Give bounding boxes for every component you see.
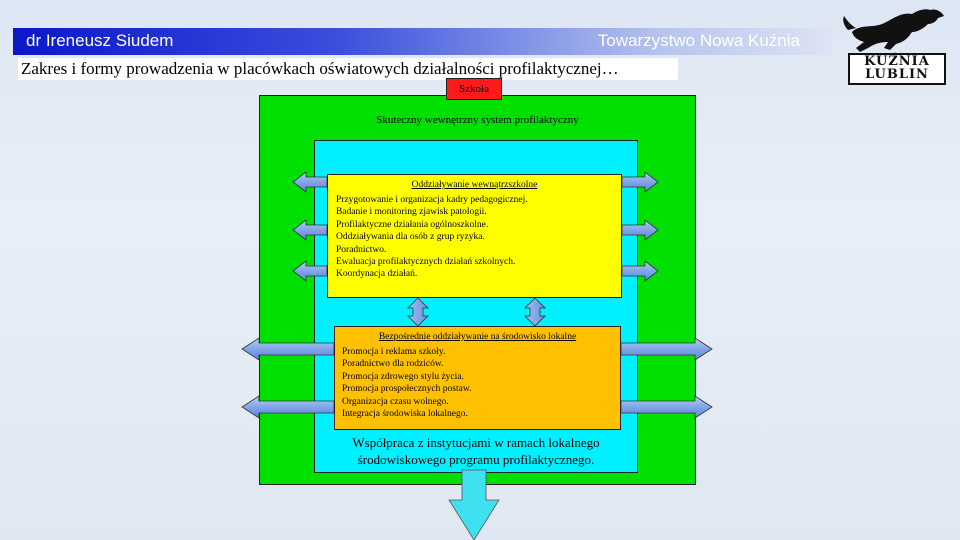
double-arrow-left-bottom (241, 337, 335, 419)
logo-text-line1: KUŹNIA (864, 54, 930, 69)
slide-subtitle: Zakres i formy prowadzenia w placówkach … (21, 59, 619, 78)
internal-list: Przygotowanie i organizacja kadry pedago… (336, 194, 528, 281)
list-item: Koordynacja działań. (336, 269, 418, 280)
double-arrow-right-top (621, 171, 659, 282)
internal-title: Oddziaływanie wewnątrzszkolne (411, 180, 538, 190)
subtitle-bar (18, 58, 678, 80)
bottom-arrow (448, 469, 500, 540)
list-item: Promocja prospołecznych postaw. (342, 384, 472, 395)
vertical-double-arrows (407, 297, 546, 327)
list-item: Przygotowanie i organizacja kadry pedago… (336, 195, 528, 205)
local-list: Promocja i reklama szkoły. Poradnictwo d… (342, 346, 471, 420)
double-arrow-left-top (292, 171, 328, 282)
double-arrow-right-bottom (620, 337, 713, 419)
list-item: Profilaktyczne działania ogólnoszkolne. (336, 219, 489, 230)
list-item: Promocja i reklama szkoły. (342, 347, 446, 357)
header-bar (13, 28, 832, 55)
organization-name: Towarzystwo Nowa Kuźnia (597, 31, 800, 50)
list-item: Organizacja czasu wolnego. (342, 396, 449, 407)
author-name: dr Ireneusz Siudem (26, 31, 174, 50)
list-item: Oddziaływania dla osób z grup ryzyka. (336, 232, 485, 243)
horse-icon (843, 9, 944, 53)
local-title: Bezpośrednie oddziaływanie na środowisko… (378, 332, 577, 342)
list-item: Ewaluacja profilaktycznych działań szkol… (336, 257, 516, 268)
list-item: Poradnictwo dla rodziców. (342, 359, 444, 370)
list-item: Badanie i monitoring zjawisk patologii. (336, 207, 487, 218)
logo-text-line2: LUBLIN (865, 67, 929, 82)
internal-activities-box: Oddziaływanie wewnątrzszkolne Przygotowa… (327, 174, 622, 298)
cooperation-line-1: Współpraca z instytucjami w ramach lokal… (352, 435, 600, 450)
cooperation-label: Współpraca z instytucjami w ramach lokal… (314, 434, 638, 468)
local-activities-box: Bezpośrednie oddziaływanie na środowisko… (334, 326, 621, 430)
list-item: Promocja zdrowego stylu życia. (342, 371, 464, 382)
logo: KUŹNIA LUBLIN (848, 53, 946, 85)
school-label: Szkoła (446, 78, 502, 100)
list-item: Poradnictwo. (336, 244, 387, 255)
list-item: Integracja środowiska lokalnego. (342, 409, 468, 420)
cooperation-line-2: środowiskowego programu profilaktycznego… (357, 452, 595, 467)
system-label: Skuteczny wewnętrzny system profilaktycz… (376, 114, 579, 126)
